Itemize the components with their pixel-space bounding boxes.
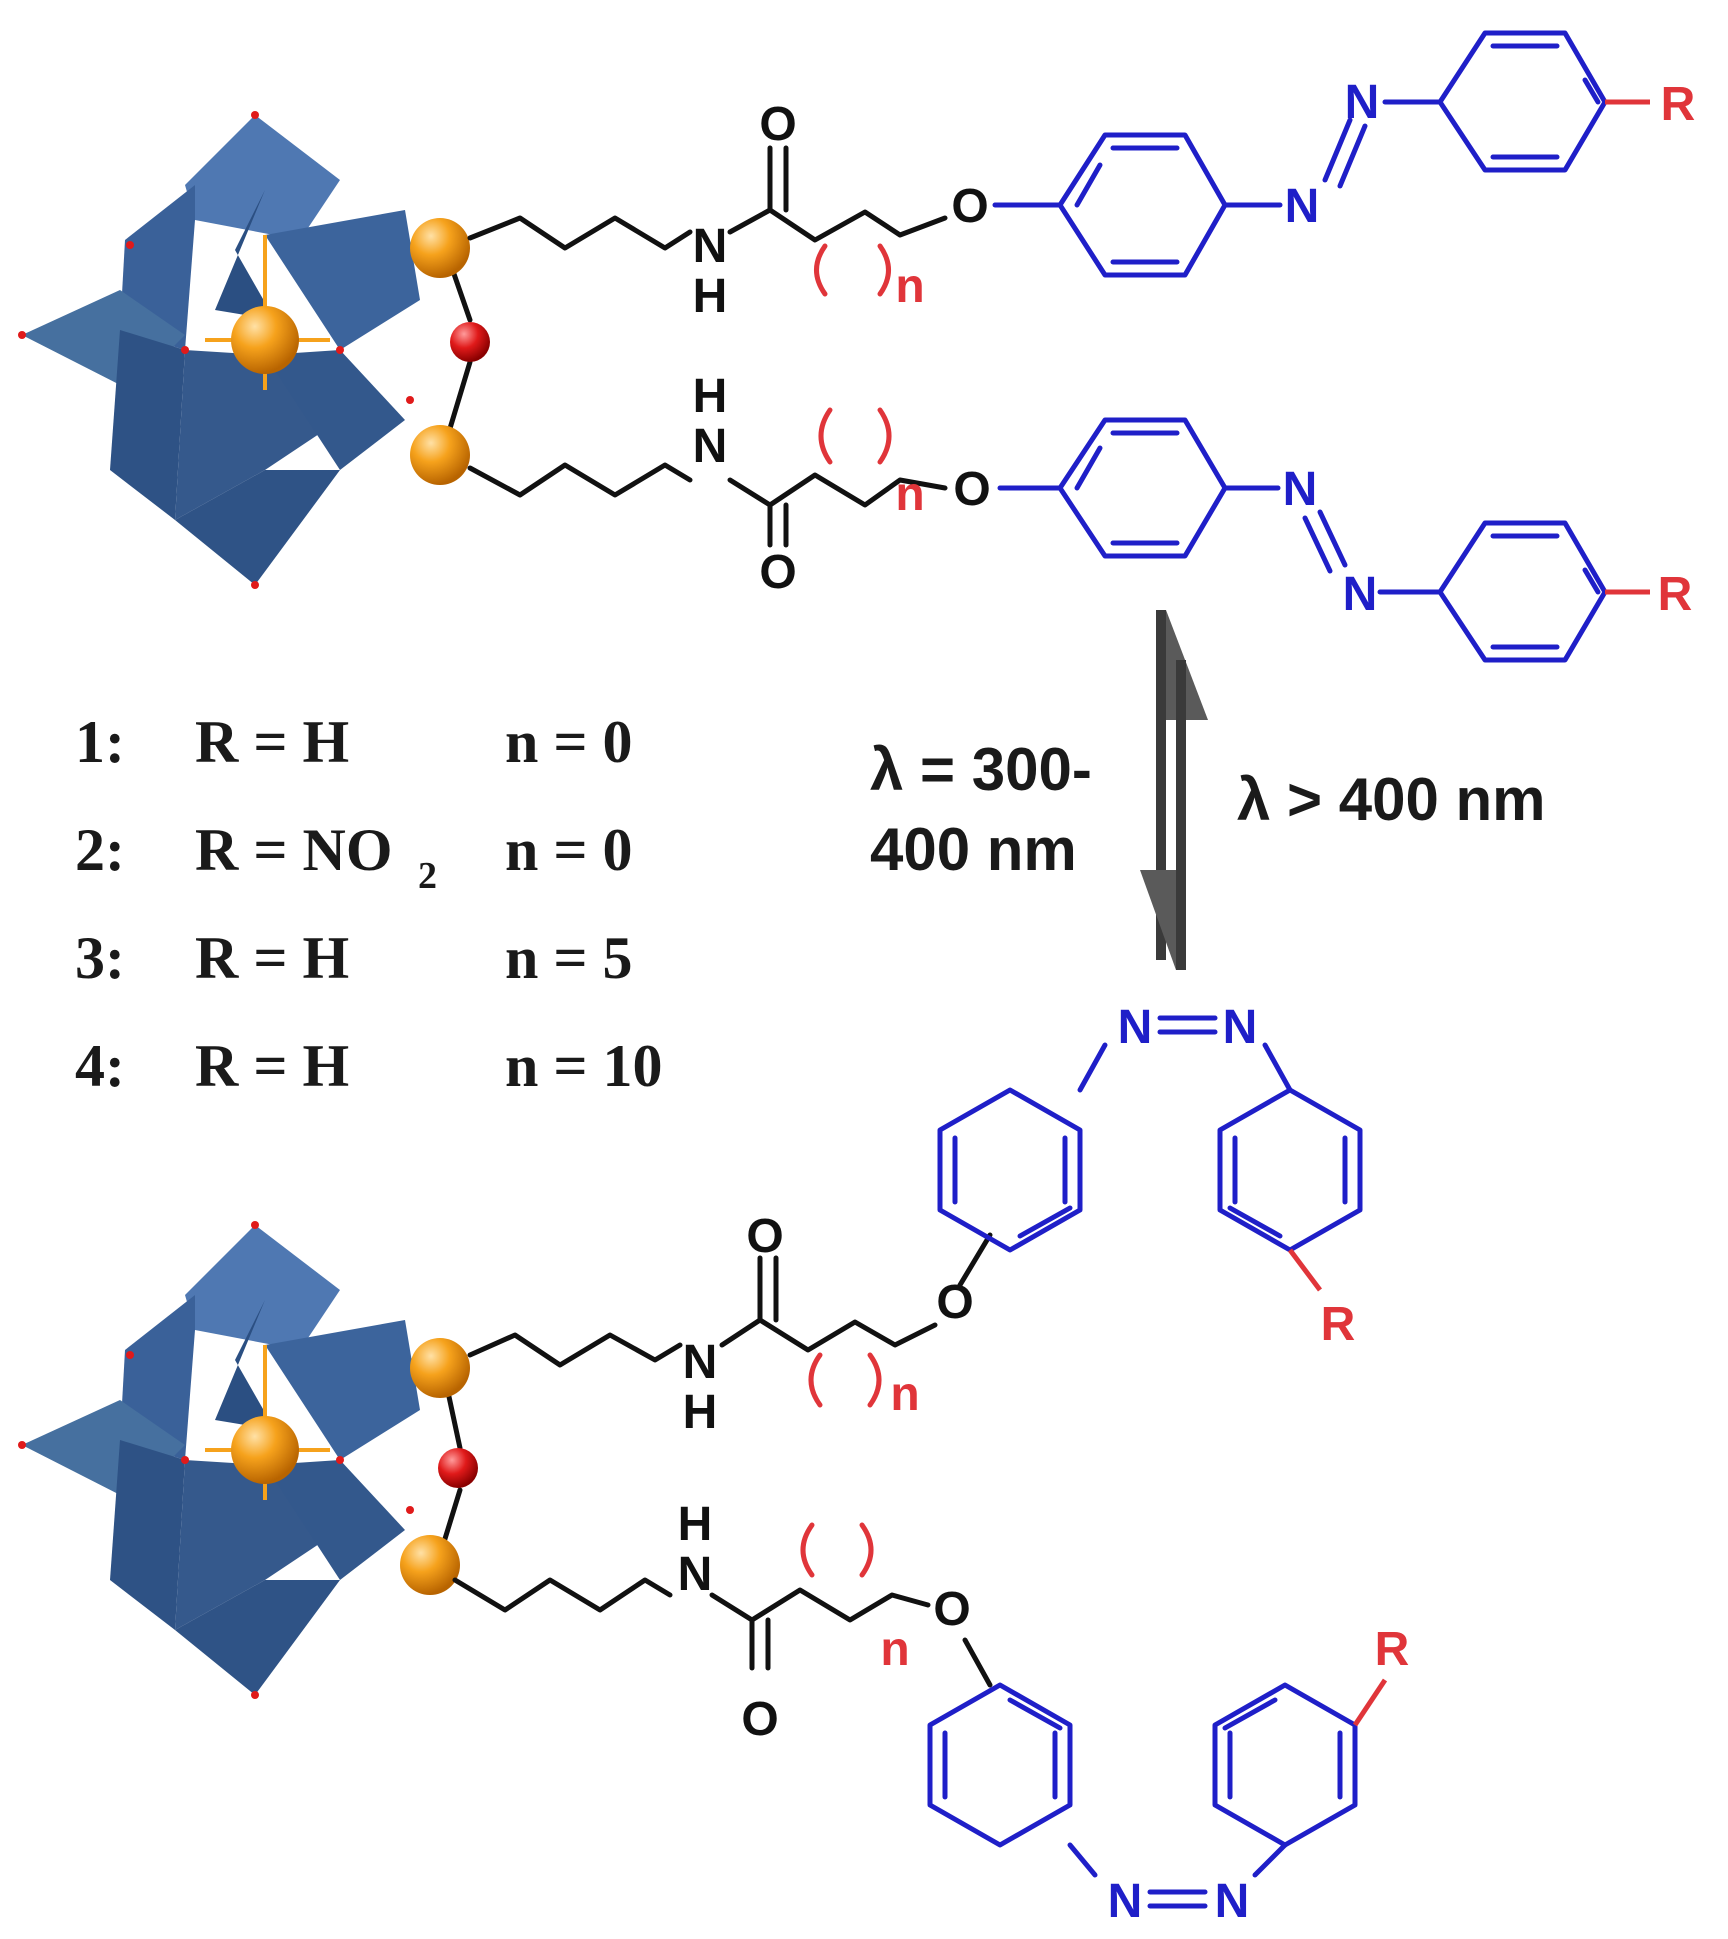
repeat-n: n bbox=[880, 1623, 909, 1676]
amide-hydrogen: H bbox=[683, 1386, 718, 1439]
forward-condition-line2: 400 nm bbox=[870, 816, 1077, 883]
ether-oxygen: O bbox=[936, 1276, 973, 1329]
amide-hydrogen: H bbox=[693, 370, 728, 423]
repeat-n: n bbox=[895, 468, 924, 521]
azobenzene-lower: N N R bbox=[997, 417, 1693, 663]
legend-r: R = NO bbox=[195, 817, 393, 883]
silicon-oxo-bridge bbox=[400, 1338, 478, 1595]
legend-n: n = 5 bbox=[505, 925, 633, 991]
amide-nitrogen: N bbox=[678, 1548, 713, 1601]
r-group: R bbox=[1321, 1298, 1356, 1351]
azo-nitrogen: N bbox=[1215, 1875, 1250, 1928]
cis-azobenzene-upper: N N R bbox=[937, 1001, 1363, 1351]
legend-r: R = H bbox=[195, 1033, 349, 1099]
azo-nitrogen: N bbox=[1345, 76, 1380, 129]
legend-n: n = 0 bbox=[505, 709, 633, 775]
azo-nitrogen: N bbox=[1223, 1001, 1258, 1054]
legend-id: 2: bbox=[75, 817, 125, 883]
azo-nitrogen: N bbox=[1118, 1001, 1153, 1054]
carbonyl-oxygen: O bbox=[741, 1693, 778, 1746]
amide-nitrogen: N bbox=[683, 1336, 718, 1389]
silicon-oxo-bridge bbox=[410, 218, 490, 485]
legend-id: 1: bbox=[75, 709, 125, 775]
azobenzene-upper: N N R bbox=[992, 30, 1696, 278]
legend-r: R = H bbox=[195, 925, 349, 991]
equilibrium-arrows bbox=[1140, 610, 1208, 970]
amide-hydrogen: H bbox=[693, 270, 728, 323]
polyoxometalate-cluster bbox=[18, 111, 420, 589]
polyoxometalate-cluster bbox=[18, 1221, 420, 1699]
r-group: R bbox=[1661, 78, 1696, 131]
compound-legend: 1: R = H n = 0 2: R = NO 2 n = 0 3: R = … bbox=[75, 709, 663, 1099]
trans-isomer: O N H n O N N R bbox=[18, 30, 1696, 663]
repeat-n: n bbox=[890, 1368, 919, 1421]
legend-r-subscript: 2 bbox=[418, 855, 437, 897]
legend-n: n = 10 bbox=[505, 1033, 663, 1099]
reverse-condition: λ > 400 nm bbox=[1237, 766, 1546, 833]
azo-nitrogen: N bbox=[1108, 1875, 1143, 1928]
azo-nitrogen: N bbox=[1343, 568, 1378, 621]
legend-id: 3: bbox=[75, 925, 125, 991]
linker-lower: H N O n O bbox=[467, 370, 991, 599]
ether-oxygen: O bbox=[951, 180, 988, 233]
legend-n: n = 0 bbox=[505, 817, 633, 883]
cis-azobenzene-lower: N N R bbox=[927, 1623, 1410, 1928]
linker-lower: H N O n O bbox=[452, 1498, 993, 1746]
legend-r: R = H bbox=[195, 709, 349, 775]
r-group: R bbox=[1658, 568, 1693, 621]
r-group: R bbox=[1375, 1623, 1410, 1676]
carbonyl-oxygen: O bbox=[746, 1210, 783, 1263]
repeat-n: n bbox=[895, 260, 924, 313]
forward-condition-line1: λ = 300- bbox=[870, 736, 1092, 803]
ether-oxygen: O bbox=[933, 1583, 970, 1636]
cis-isomer: O N H n O N N R bbox=[18, 1001, 1409, 1928]
amide-nitrogen: N bbox=[693, 220, 728, 273]
azo-nitrogen: N bbox=[1285, 180, 1320, 233]
legend-id: 4: bbox=[75, 1033, 125, 1099]
amide-hydrogen: H bbox=[678, 1498, 713, 1551]
linker-upper: O N H n O bbox=[467, 98, 989, 323]
carbonyl-oxygen: O bbox=[759, 546, 796, 599]
ether-oxygen: O bbox=[953, 463, 990, 516]
azo-nitrogen: N bbox=[1283, 463, 1318, 516]
linker-upper: O N H n O bbox=[467, 1210, 993, 1439]
carbonyl-oxygen: O bbox=[759, 98, 796, 151]
amide-nitrogen: N bbox=[693, 420, 728, 473]
